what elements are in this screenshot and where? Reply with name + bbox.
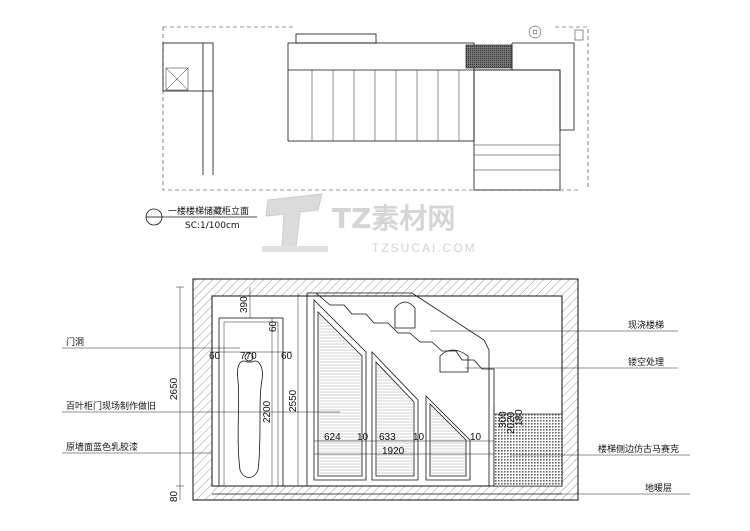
svg-text:10: 10 bbox=[413, 432, 425, 443]
plan-scale: SC:1/100cm bbox=[185, 221, 240, 231]
labels-right: 现浇楼梯 镂空处理 楼梯侧边仿古马赛克 地暖层 bbox=[430, 319, 690, 495]
svg-text:770: 770 bbox=[240, 351, 257, 362]
mosaic-panel bbox=[493, 413, 563, 487]
svg-text:390: 390 bbox=[239, 296, 250, 313]
dimensions: 2650 80 390 60 60 770 60 2200 2550 624 1… bbox=[169, 286, 525, 502]
label-hollow: 镂空处理 bbox=[628, 356, 664, 368]
label-wall-paint: 原墙面蓝色乳胶漆 bbox=[66, 441, 138, 453]
stair-elevation bbox=[192, 278, 579, 501]
svg-text:60: 60 bbox=[281, 351, 293, 362]
niche-lower bbox=[439, 349, 469, 373]
svg-text:80: 80 bbox=[169, 490, 180, 502]
watermark-brand: TZ素材网 bbox=[332, 202, 455, 235]
svg-text:2020: 2020 bbox=[506, 411, 517, 434]
plan-title-block: 一楼楼梯储藏柜立面 SC:1/100cm bbox=[145, 205, 257, 231]
svg-text:10: 10 bbox=[357, 432, 369, 443]
labels-left: 门洞 百叶柜门现场制作做旧 原墙面蓝色乳胶漆 bbox=[62, 336, 340, 454]
label-mosaic: 楼梯侧边仿古马赛克 bbox=[598, 443, 679, 455]
svg-text:60: 60 bbox=[268, 320, 279, 332]
louver-cabinet bbox=[313, 299, 471, 481]
svg-text:1920: 1920 bbox=[382, 446, 405, 457]
label-floor-heating: 地暖层 bbox=[645, 482, 672, 494]
svg-text:180: 180 bbox=[514, 409, 525, 426]
niche-upper bbox=[394, 301, 416, 329]
plan-hatched-landing bbox=[465, 44, 513, 69]
label-louver-door: 百叶柜门现场制作做旧 bbox=[66, 400, 156, 412]
label-cast-stair: 现浇楼梯 bbox=[628, 319, 664, 331]
svg-text:624: 624 bbox=[324, 432, 341, 443]
watermark-url: TZSUCAI.COM bbox=[372, 241, 477, 255]
stair-profile bbox=[307, 292, 495, 486]
svg-text:10: 10 bbox=[470, 432, 482, 443]
watermark-logo-icon bbox=[265, 193, 323, 249]
door-vase-outline bbox=[237, 360, 263, 478]
label-door-opening: 门洞 bbox=[66, 336, 84, 348]
svg-text:2550: 2550 bbox=[288, 389, 299, 412]
plan-fixture-circle bbox=[528, 25, 542, 39]
svg-text:60: 60 bbox=[209, 351, 221, 362]
svg-text:2200: 2200 bbox=[262, 400, 273, 423]
watermark: TZ素材网 TZSUCAI.COM bbox=[262, 193, 477, 255]
svg-text:2650: 2650 bbox=[169, 377, 180, 400]
plan-title: 一楼楼梯储藏柜立面 bbox=[168, 205, 249, 217]
door-opening bbox=[218, 317, 284, 487]
stair-plan bbox=[162, 25, 589, 191]
svg-text:300: 300 bbox=[498, 411, 509, 428]
svg-text:633: 633 bbox=[379, 432, 396, 443]
